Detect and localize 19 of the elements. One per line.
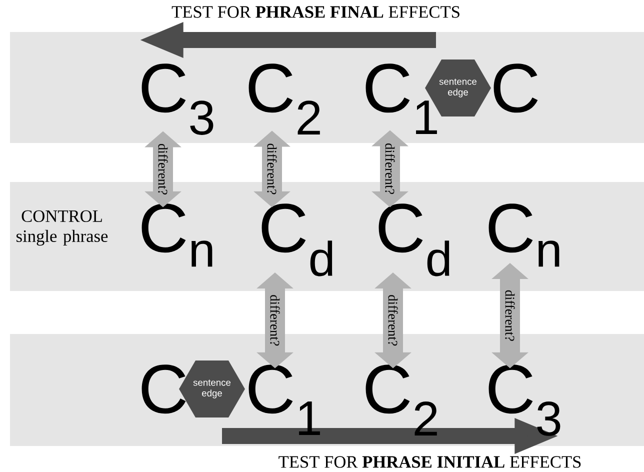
side-label: CONTROL single phrase <box>16 210 108 246</box>
consonant-letter: C$_{d}$ <box>262 204 332 276</box>
edge-label: different? <box>267 144 277 194</box>
title: TEST FOR PHRASE FINAL EFFECTS <box>172 6 460 18</box>
caption: TEST FOR PHRASE INITIAL EFFECTS <box>278 456 581 468</box>
consonant-letter: C$_{n}$ <box>488 204 560 267</box>
edge-label: different? <box>385 143 395 194</box>
consonant-letter: C$_{2}$ <box>366 364 437 436</box>
consonant-letter: C$_{3}$ <box>142 64 214 135</box>
consonant-letter: C$_{1}$ <box>248 364 320 435</box>
edge-label: different? <box>158 144 168 195</box>
edge-label: different? <box>505 290 515 341</box>
consonant-letter: C$_{2}$ <box>248 64 320 134</box>
consonant-letter: C$_{n}$ <box>142 204 212 267</box>
consonant-letter: C$_{3}$ <box>488 364 560 436</box>
edge-label: different? <box>270 295 280 346</box>
consonant-letter: C$_{d}$ <box>378 204 450 276</box>
consonant-letter: C <box>494 64 538 113</box>
edge-label: different? <box>388 295 398 346</box>
